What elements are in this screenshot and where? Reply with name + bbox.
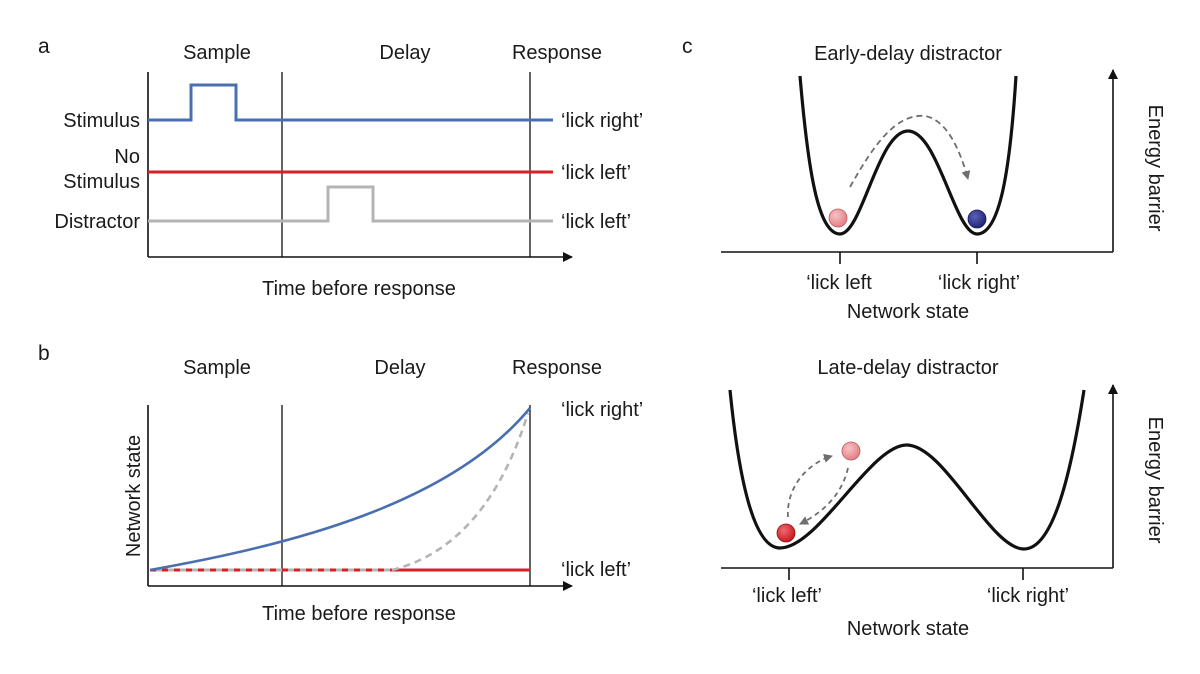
phase-delay-label-b: Delay bbox=[374, 357, 425, 379]
early-transition-arrow bbox=[849, 115, 971, 188]
early-ball-left bbox=[828, 208, 848, 228]
early-well-right-label: ‘lick right’ bbox=[938, 272, 1020, 294]
panel-b-lick-right-label: ‘lick right’ bbox=[561, 399, 643, 421]
distractor-trace bbox=[148, 185, 553, 223]
early-ylabel: Energy barrier bbox=[1144, 105, 1166, 232]
early-potential-curve bbox=[798, 75, 1018, 236]
lick-right-trajectory bbox=[149, 407, 532, 572]
late-ball-displaced bbox=[841, 441, 861, 461]
late-well-right-label: ‘lick right’ bbox=[987, 585, 1069, 607]
outcome-stimulus: ‘lick right’ bbox=[561, 110, 643, 132]
panel-a-xlabel: Time before response bbox=[262, 278, 456, 300]
panel-b-lick-left-label: ‘lick left’ bbox=[561, 559, 631, 581]
early-well-left-label: ‘lick left bbox=[806, 272, 872, 294]
late-ylabel: Energy barrier bbox=[1144, 417, 1166, 544]
panel-b-xlabel: Time before response bbox=[262, 603, 456, 625]
panel-b: b Sample Delay Response Network state ‘l… bbox=[38, 342, 643, 625]
late-delay-title: Late-delay distractor bbox=[817, 357, 999, 379]
row-distractor-label: Distractor bbox=[54, 211, 140, 233]
early-delay-title: Early-delay distractor bbox=[814, 43, 1002, 65]
late-potential-curve bbox=[728, 389, 1086, 551]
panel-b-ylabel: Network state bbox=[123, 435, 145, 557]
panel-b-letter: b bbox=[38, 342, 50, 365]
panel-a-letter: a bbox=[38, 35, 50, 58]
late-xlabel: Network state bbox=[847, 618, 969, 640]
phase-sample-label: Sample bbox=[183, 42, 251, 64]
late-return-arrow bbox=[799, 467, 849, 525]
distractor-trajectory bbox=[391, 412, 530, 572]
panel-a: a Sample Delay Response Stimulus No Stim… bbox=[38, 35, 643, 300]
stimulus-trace bbox=[148, 83, 553, 122]
row-stimulus-label: Stimulus bbox=[63, 110, 140, 132]
early-ball-right bbox=[967, 209, 987, 229]
panel-c: c Early-delay distractor ‘lick left ‘lic… bbox=[682, 35, 1166, 640]
row-no-stimulus-label-2: Stimulus bbox=[63, 171, 140, 193]
late-well-left-label: ‘lick left’ bbox=[752, 585, 822, 607]
late-kick-arrow bbox=[787, 453, 833, 518]
outcome-distractor: ‘lick left’ bbox=[561, 211, 631, 233]
early-xlabel: Network state bbox=[847, 301, 969, 323]
row-no-stimulus-label-1: No bbox=[114, 146, 140, 168]
phase-response-label: Response bbox=[512, 42, 602, 64]
late-delay-landscape: Late-delay distractor ‘lick left’ ‘lick … bbox=[721, 357, 1166, 640]
late-ball-left bbox=[776, 523, 796, 543]
phase-response-label-b: Response bbox=[512, 357, 602, 379]
phase-delay-label: Delay bbox=[379, 42, 430, 64]
outcome-no-stimulus: ‘lick left’ bbox=[561, 162, 631, 184]
early-delay-landscape: Early-delay distractor ‘lick left ‘lick … bbox=[721, 43, 1166, 323]
phase-sample-label-b: Sample bbox=[183, 357, 251, 379]
panel-c-letter: c bbox=[682, 35, 693, 58]
